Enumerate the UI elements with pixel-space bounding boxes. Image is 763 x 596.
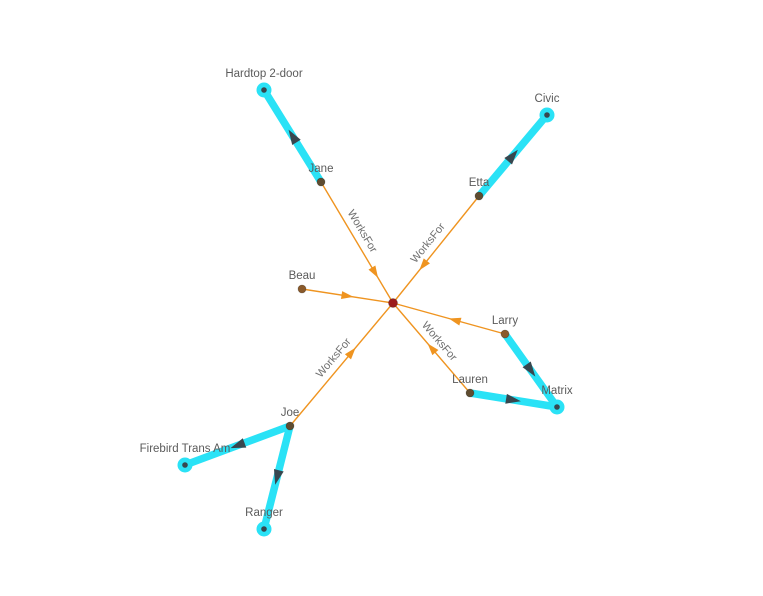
node-label: Joe (281, 407, 300, 419)
edge-arrowhead-icon (504, 149, 518, 165)
node-firebird[interactable] (177, 457, 193, 473)
node-core[interactable] (261, 87, 267, 93)
node-label: Ranger (245, 507, 283, 519)
edge-arrowhead-icon (419, 258, 430, 271)
edge-arrowhead-icon (273, 469, 284, 485)
node-label: Firebird Trans Am (140, 443, 231, 455)
node-larry[interactable] (500, 329, 510, 339)
node-core[interactable] (316, 177, 326, 187)
node-label: Etta (469, 177, 490, 189)
node-core[interactable] (285, 421, 295, 431)
node-label: Jane (309, 163, 334, 175)
node-joe[interactable] (285, 421, 295, 431)
node-label: Larry (492, 315, 518, 327)
edge-joe-company[interactable] (289, 302, 394, 427)
node-label: Lauren (452, 374, 488, 386)
edge-arrowhead-icon (522, 361, 536, 377)
edge-arrowhead-icon (288, 129, 301, 146)
node-core[interactable] (388, 298, 398, 308)
node-core[interactable] (474, 191, 484, 201)
node-label: Hardtop 2-door (225, 68, 303, 80)
edge-arrowhead-icon (427, 343, 439, 356)
edge-arrowhead-icon (368, 265, 379, 278)
node-core[interactable] (261, 526, 267, 532)
node-hardtop[interactable] (256, 82, 272, 98)
node-jane[interactable] (316, 177, 326, 187)
node-label: Matrix (541, 385, 573, 397)
edge-arrowhead-icon (344, 347, 356, 360)
node-lauren[interactable] (465, 388, 475, 398)
edge-arrowhead-icon (340, 291, 354, 300)
node-core[interactable] (554, 404, 560, 410)
node-label: Civic (535, 93, 560, 105)
node-core[interactable] (544, 112, 550, 118)
node-company[interactable] (388, 298, 398, 308)
edge-jane-company[interactable] (320, 181, 394, 304)
node-matrix[interactable] (549, 399, 565, 415)
node-etta[interactable] (474, 191, 484, 201)
node-core[interactable] (297, 284, 307, 294)
node-ranger[interactable] (256, 521, 272, 537)
node-core[interactable] (500, 329, 510, 339)
edge-arrowhead-icon (230, 438, 247, 449)
node-civic[interactable] (539, 107, 555, 123)
node-core[interactable] (465, 388, 475, 398)
edge-arrowhead-icon (448, 317, 462, 326)
edge-etta-company[interactable] (392, 195, 480, 304)
node-beau[interactable] (297, 284, 307, 294)
node-core[interactable] (182, 462, 188, 468)
node-label: Beau (289, 270, 316, 282)
edge-arrowhead-icon (505, 393, 521, 404)
